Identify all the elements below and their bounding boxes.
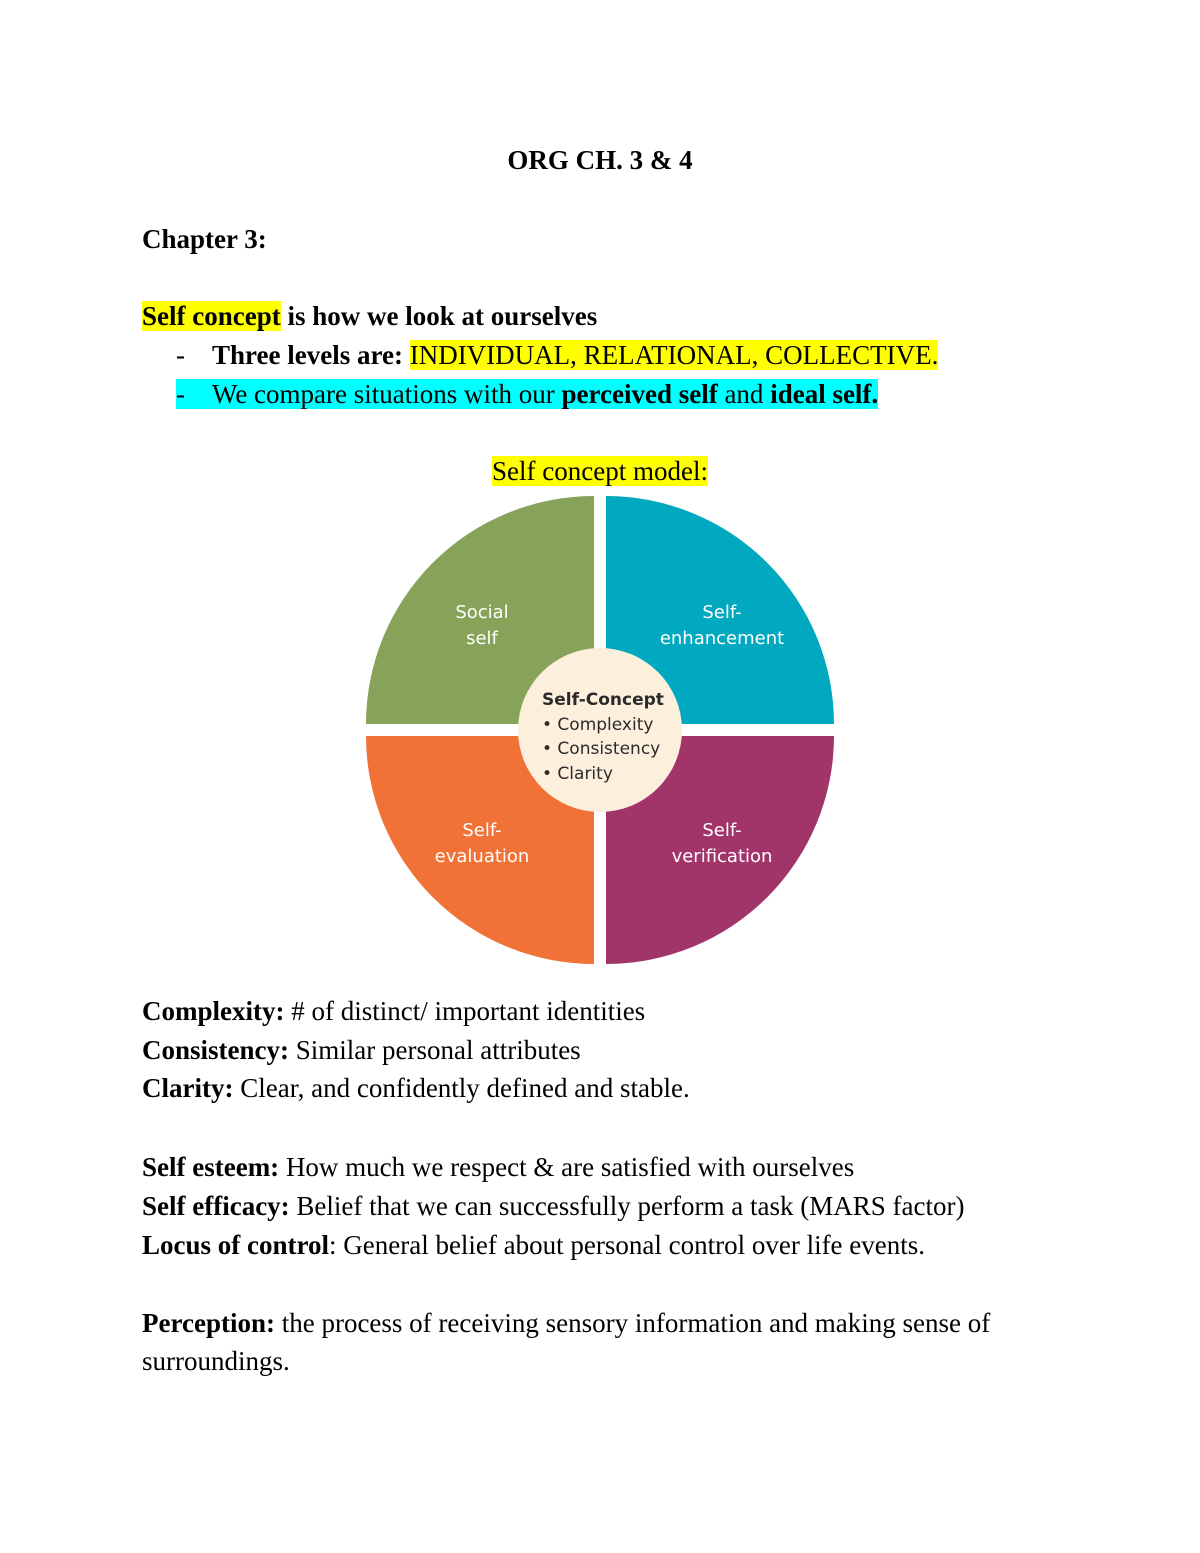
definition-self-esteem: Self esteem: How much we respect & are s…: [142, 1150, 854, 1184]
definition-text: : General belief about personal control …: [329, 1230, 926, 1260]
document-title: ORG CH. 3 & 4: [507, 145, 693, 175]
social-label-1: Social: [455, 602, 508, 623]
definition-perception: Perception: the process of receiving sen…: [142, 1304, 1062, 1380]
definition-self-efficacy: Self efficacy: Belief that we can succes…: [142, 1189, 964, 1223]
levels-prefix: Three levels are:: [212, 340, 410, 370]
center-item-clarity: • Clarity: [542, 764, 613, 784]
center-item-consistency: • Consistency: [542, 739, 660, 759]
definition-text: Similar personal attributes: [289, 1035, 581, 1065]
verification-label-2: verification: [672, 846, 773, 867]
self-enhancement-quadrant: [606, 496, 834, 724]
self-concept-center-circle: [518, 648, 682, 812]
evaluation-label-1: Self-: [462, 820, 501, 841]
definition-term: Consistency:: [142, 1035, 289, 1065]
definition-clarity: Clarity: Clear, and confidently defined …: [142, 1071, 690, 1105]
definition-complexity: Complexity: # of distinct/ important ide…: [142, 994, 645, 1028]
social-self-quadrant: [366, 496, 594, 724]
self-concept-definition: Self concept is how we look at ourselves: [142, 299, 597, 333]
perceived-self: perceived self: [561, 379, 718, 409]
definition-term: Clarity:: [142, 1073, 234, 1103]
levels-bullet: -Three levels are: INDIVIDUAL, RELATIONA…: [176, 338, 939, 372]
definition-term: Self esteem:: [142, 1152, 280, 1182]
compare-text-1: We compare situations with our: [212, 379, 562, 409]
center-title: Self-Concept: [542, 690, 664, 710]
definition-consistency: Consistency: Similar personal attributes: [142, 1033, 581, 1067]
definition-term: Complexity:: [142, 996, 285, 1026]
center-item-complexity: • Complexity: [542, 715, 653, 735]
definition-term: Self efficacy:: [142, 1191, 290, 1221]
compare-text-2: and: [717, 379, 771, 409]
compare-bullet: -We compare situations with our perceive…: [176, 377, 879, 411]
self-verification-quadrant: [606, 736, 834, 964]
evaluation-label-2: evaluation: [435, 846, 530, 867]
ideal-self: ideal self.: [770, 379, 879, 409]
self-concept-diagram: Social self Self- enhancement Self- eval…: [366, 496, 834, 964]
model-caption: Self concept model:: [492, 456, 708, 486]
chapter-heading: Chapter 3:: [142, 224, 267, 254]
bullet-dash: -: [176, 379, 185, 409]
definition-text: Clear, and confidently defined and stabl…: [233, 1073, 690, 1103]
definition-locus-of-control: Locus of control: General belief about p…: [142, 1228, 925, 1262]
enhancement-label-2: enhancement: [660, 628, 784, 649]
definition-text: How much we respect & are satisfied with…: [279, 1152, 855, 1182]
bullet-dash: -: [176, 340, 185, 370]
definition-term: Locus of control: [142, 1230, 329, 1260]
self-concept-rest: is how we look at ourselves: [280, 301, 598, 331]
verification-label-1: Self-: [702, 820, 741, 841]
definition-text: # of distinct/ important identities: [284, 996, 646, 1026]
enhancement-label-1: Self-: [702, 602, 741, 623]
self-evaluation-quadrant: [366, 736, 594, 964]
model-caption-row: Self concept model:: [0, 454, 1200, 488]
definition-text: the process of receiving sensory informa…: [142, 1308, 991, 1376]
definition-text: Belief that we can successfully perform …: [289, 1191, 965, 1221]
social-label-2: self: [466, 628, 498, 649]
levels-list: INDIVIDUAL, RELATIONAL, COLLECTIVE.: [409, 340, 939, 370]
self-concept-term: Self concept: [142, 301, 281, 331]
definition-term: Perception:: [142, 1308, 275, 1338]
